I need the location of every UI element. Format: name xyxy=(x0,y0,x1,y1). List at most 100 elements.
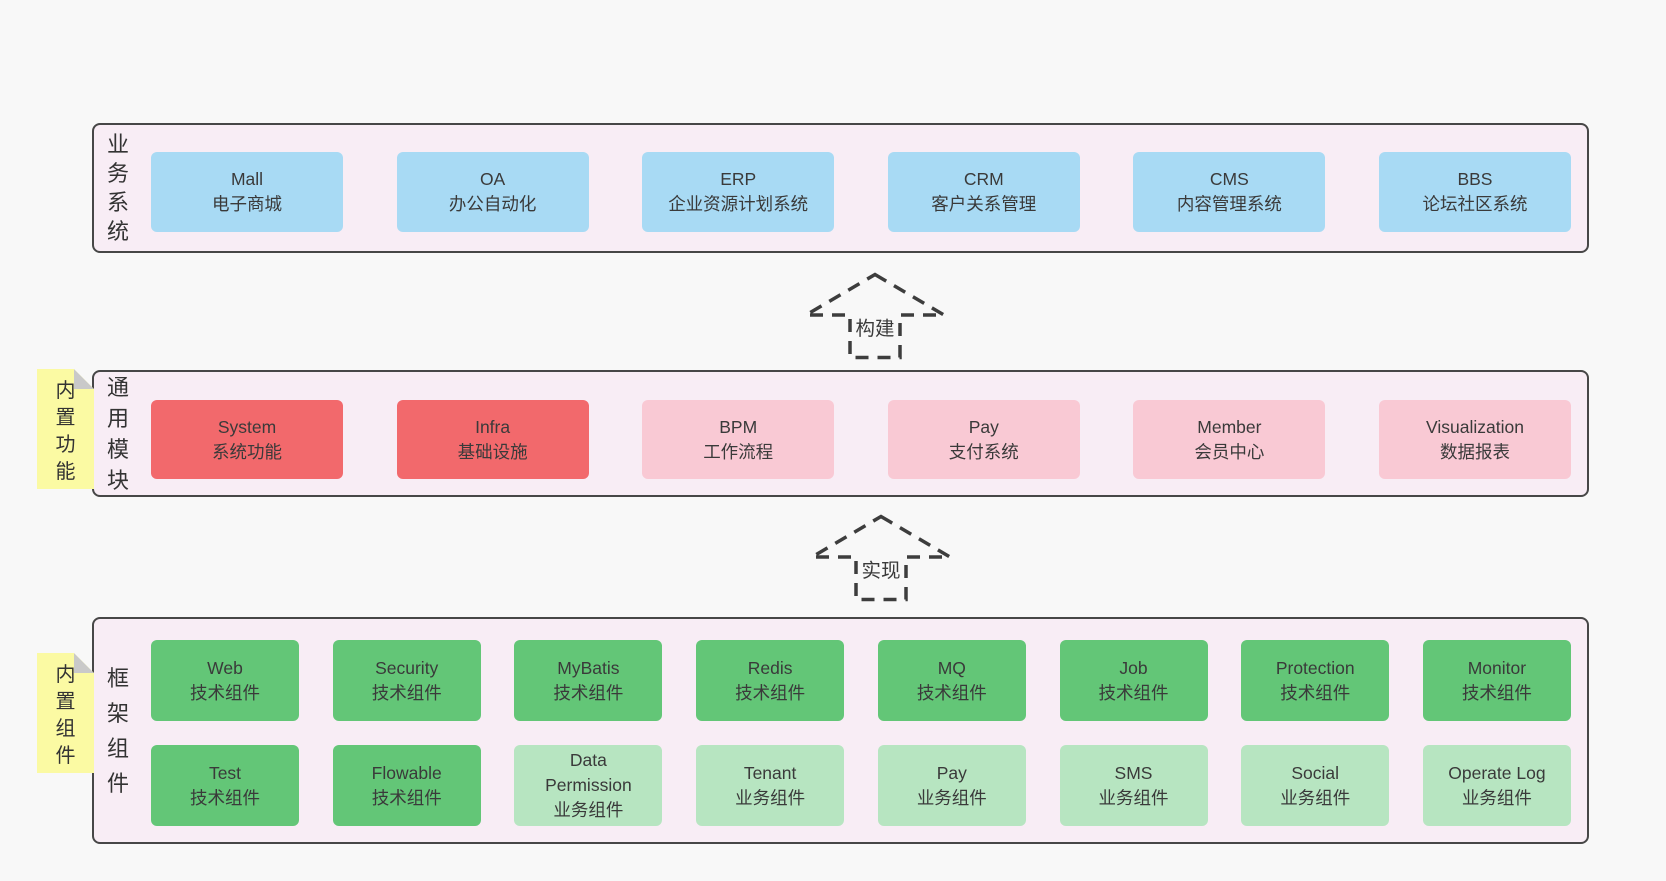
node-title: OA xyxy=(479,169,506,189)
folded-corner-icon xyxy=(74,653,94,673)
up-arrow-icon xyxy=(806,514,956,602)
node-subtitle: 技术组件 xyxy=(1098,682,1169,703)
node-security: Security 技术组件 xyxy=(332,640,481,721)
common-modules-row: System 系统功能 Infra 基础设施 BPM 工作流程 Pay 支付系统… xyxy=(151,400,1571,479)
node-subtitle: 业务组件 xyxy=(1098,787,1169,808)
node-oa: OA 办公自动化 xyxy=(396,152,589,232)
node-social: Social 业务组件 xyxy=(1241,745,1390,826)
node-subtitle: 技术组件 xyxy=(553,682,624,703)
layer-label-business-systems: 业务系统 xyxy=(106,132,129,244)
node-title: System xyxy=(217,416,277,437)
node-title: BBS xyxy=(1457,169,1493,189)
node-title: Tenant xyxy=(743,762,797,783)
business-systems-row: Mall 电子商城 OA 办公自动化 ERP 企业资源计划系统 CRM 客户关系… xyxy=(151,152,1571,232)
node-mybatis: MyBatis 技术组件 xyxy=(514,640,663,721)
node-title: Flowable xyxy=(371,762,442,783)
node-subtitle: 内容管理系统 xyxy=(1176,194,1282,214)
up-arrow-icon xyxy=(800,272,950,360)
node-title: Pay xyxy=(968,416,999,437)
node-member: Member 会员中心 xyxy=(1133,400,1326,479)
node-subtitle: 工作流程 xyxy=(703,441,774,462)
node-title: Pay xyxy=(936,762,967,783)
node-infra: Infra 基础设施 xyxy=(396,400,589,479)
layer-label-common-modules: 通用模块 xyxy=(106,374,129,493)
node-bpm: BPM 工作流程 xyxy=(642,400,835,479)
node-title: Operate Log xyxy=(1448,762,1546,783)
node-subtitle: 业务组件 xyxy=(735,787,806,808)
node-subtitle: 办公自动化 xyxy=(448,194,537,214)
node-subtitle: 论坛社区系统 xyxy=(1422,194,1528,214)
node-visualization: Visualization 数据报表 xyxy=(1378,400,1571,479)
node-redis: Redis 技术组件 xyxy=(696,640,845,721)
node-pay: Pay 支付系统 xyxy=(887,400,1080,479)
node-title: Visualization xyxy=(1426,416,1524,437)
node-subtitle: 技术组件 xyxy=(916,682,987,703)
node-crm: CRM 客户关系管理 xyxy=(887,152,1080,232)
node-subtitle: 业务组件 xyxy=(1461,787,1532,808)
node-cms: CMS 内容管理系统 xyxy=(1133,152,1326,232)
node-mall: Mall 电子商城 xyxy=(151,152,343,232)
node-title: BPM xyxy=(719,416,758,437)
layer-label-column: 框架组件 xyxy=(105,619,131,842)
arrow-build-label: 构建 xyxy=(853,312,897,341)
node-monitor: Monitor 技术组件 xyxy=(1422,640,1571,721)
node-sms: SMS 业务组件 xyxy=(1059,745,1208,826)
node-subtitle: 业务组件 xyxy=(1280,787,1351,808)
node-job: Job 技术组件 xyxy=(1059,640,1208,721)
node-subtitle: 数据报表 xyxy=(1439,441,1510,462)
node-subtitle: 基础设施 xyxy=(457,441,528,462)
node-subtitle: 企业资源计划系统 xyxy=(668,194,809,214)
arrow-implement-label: 实现 xyxy=(859,554,903,583)
node-title: Mall xyxy=(230,169,264,189)
node-title: Security xyxy=(375,657,439,678)
node-subtitle: 技术组件 xyxy=(190,787,260,808)
node-title: Infra xyxy=(475,416,511,437)
sticky-note-label: 内置功能 xyxy=(55,380,76,483)
node-pay-biz: Pay 业务组件 xyxy=(877,745,1026,826)
node-protection: Protection 技术组件 xyxy=(1241,640,1390,721)
node-subtitle: 支付系统 xyxy=(948,441,1019,462)
node-title: MyBatis xyxy=(557,657,620,678)
node-system: System 系统功能 xyxy=(151,400,343,479)
biz-components-row: Test 技术组件 Flowable 技术组件 Data Permission … xyxy=(151,745,1571,826)
node-subtitle: 技术组件 xyxy=(1280,682,1351,703)
layer-label-framework-components: 框架组件 xyxy=(106,665,129,796)
node-subtitle: 技术组件 xyxy=(1461,682,1532,703)
sticky-note-builtin-components: 内置组件 xyxy=(37,653,94,773)
node-subtitle: 电子商城 xyxy=(212,194,282,214)
node-operate-log: Operate Log 业务组件 xyxy=(1422,745,1571,826)
node-title: Protection xyxy=(1275,657,1355,678)
node-flowable: Flowable 技术组件 xyxy=(332,745,481,826)
node-title: ERP xyxy=(720,169,757,189)
node-title: CRM xyxy=(963,169,1004,189)
node-title: Member xyxy=(1197,416,1262,437)
node-subtitle: 技术组件 xyxy=(371,682,442,703)
node-title: MQ xyxy=(937,657,966,678)
node-title: Test xyxy=(208,762,242,783)
layer-common-modules: 通用模块 System 系统功能 Infra 基础设施 BPM 工作流程 Pay… xyxy=(92,370,1589,497)
layer-framework-components: 框架组件 Web 技术组件 Security 技术组件 MyBatis 技术组件… xyxy=(92,617,1589,844)
sticky-note-label: 内置组件 xyxy=(55,664,76,767)
node-web: Web 技术组件 xyxy=(151,640,299,721)
node-subtitle: 业务组件 xyxy=(553,800,624,820)
arrow-build: 构建 xyxy=(800,272,950,360)
node-subtitle: 会员中心 xyxy=(1194,441,1265,462)
node-tenant: Tenant 业务组件 xyxy=(696,745,845,826)
sticky-note-builtin-features: 内置功能 xyxy=(37,369,94,489)
node-subtitle: 系统功能 xyxy=(212,441,282,462)
folded-corner-icon xyxy=(74,369,94,389)
node-title: Redis xyxy=(747,657,793,678)
node-data-permission: Data Permission 业务组件 xyxy=(514,745,663,826)
node-title: Data Permission xyxy=(545,750,632,795)
node-subtitle: 技术组件 xyxy=(735,682,806,703)
node-subtitle: 客户关系管理 xyxy=(931,194,1037,214)
arrow-implement: 实现 xyxy=(806,514,956,602)
layer-label-column: 通用模块 xyxy=(105,372,131,495)
node-erp: ERP 企业资源计划系统 xyxy=(642,152,835,232)
node-title: Social xyxy=(1291,762,1340,783)
tech-components-row: Web 技术组件 Security 技术组件 MyBatis 技术组件 Redi… xyxy=(151,640,1571,721)
node-title: Job xyxy=(1119,657,1148,678)
node-title: SMS xyxy=(1114,762,1153,783)
node-subtitle: 技术组件 xyxy=(371,787,442,808)
